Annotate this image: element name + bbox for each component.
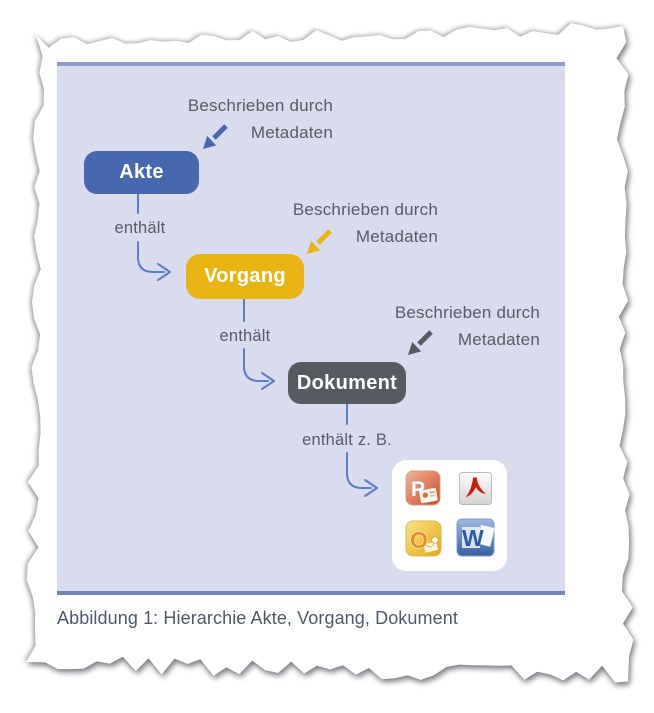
edge-label-enthaelt-1: enthält: [114, 219, 166, 237]
powerpoint-letter: P: [411, 478, 425, 501]
word-icon: W: [456, 518, 496, 562]
edge-label-enthaelt-zb: enthält z. B.: [302, 431, 392, 449]
annotation-metadata-dokument: Beschrieben durch Metadaten: [310, 299, 540, 353]
file-types-panel: P: [392, 460, 507, 571]
annotation-metadata-akte: Beschrieben durch Metadaten: [103, 92, 333, 146]
annotation-metadata-vorgang: Beschrieben durch Metadaten: [208, 196, 438, 250]
node-vorgang: Vorgang: [186, 254, 304, 299]
outlook-letter: O: [410, 527, 428, 553]
figure-caption: Abbildung 1: Hierarchie Akte, Vorgang, D…: [57, 608, 458, 628]
edge-label-enthaelt-2: enthält: [219, 327, 271, 345]
powerpoint-icon: P: [405, 470, 441, 511]
node-dokument: Dokument: [288, 362, 406, 404]
annotation-line2: Metadaten: [457, 330, 540, 349]
node-akte: Akte: [84, 151, 199, 194]
annotation-line1: Beschrieben durch: [394, 303, 540, 322]
annotation-line2: Metadaten: [355, 227, 438, 246]
outlook-icon: O: [405, 520, 442, 562]
pdf-icon: [459, 472, 492, 510]
word-letter: W: [462, 525, 484, 551]
annotation-line1: Beschrieben durch: [187, 96, 333, 115]
annotation-line2: Metadaten: [250, 123, 333, 142]
annotation-line1: Beschrieben durch: [292, 200, 438, 219]
